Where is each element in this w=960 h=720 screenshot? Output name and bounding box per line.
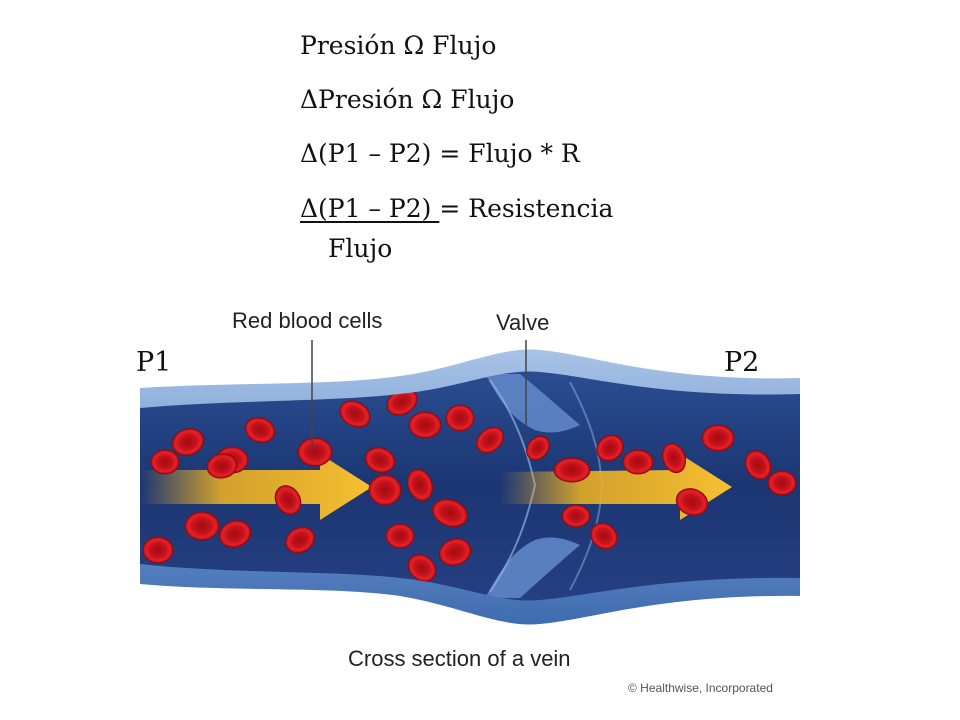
equation-presion-flujo: Presión Ω Flujo bbox=[300, 31, 497, 60]
equation-resistance-equals: = Resistencia bbox=[439, 194, 614, 223]
flow-arrow-left bbox=[140, 454, 372, 520]
equation-resistance-numerator: Δ(P1 – P2) bbox=[300, 194, 440, 223]
vein-cross-section-figure: Red blood cells Valve Cross section of a… bbox=[140, 290, 800, 700]
equation-resistance-denominator: Flujo bbox=[328, 234, 393, 263]
red-blood-cells-label: Red blood cells bbox=[232, 308, 383, 333]
pressure-label-p1: P1 bbox=[136, 347, 172, 378]
valve-label: Valve bbox=[496, 310, 550, 335]
valve-leaflet-top bbox=[485, 374, 580, 433]
copyright-credit: © Healthwise, Incorporated bbox=[628, 681, 773, 695]
equation-delta-presion-flujo: ΔPresión Ω Flujo bbox=[300, 85, 515, 114]
vein-illustration bbox=[140, 340, 800, 625]
figure-caption: Cross section of a vein bbox=[348, 646, 571, 671]
equation-resistance: Δ(P1 – P2) = Resistencia bbox=[300, 196, 613, 221]
equation-pressure-difference-flow-resistance: Δ(P1 – P2) = Flujo * R bbox=[300, 139, 580, 168]
pressure-label-p2: P2 bbox=[724, 347, 760, 378]
red-blood-cells bbox=[142, 388, 797, 582]
valve-leaflet-bottom bbox=[485, 537, 580, 598]
